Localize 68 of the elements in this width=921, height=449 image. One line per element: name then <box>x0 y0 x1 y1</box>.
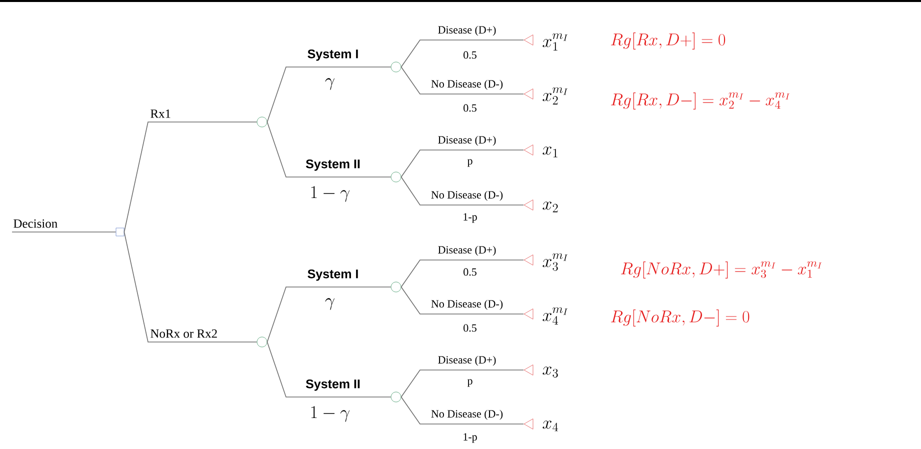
probability-label: $\gamma$ <box>325 78 335 90</box>
chance-circle <box>256 116 268 128</box>
branch-line <box>400 396 524 424</box>
chance-circle <box>256 336 268 348</box>
branch-line <box>124 122 258 232</box>
regret-formula: $Rg[NoRx, D+] = x_3^{m_I} - x_1^{m_I}$ <box>621 261 822 278</box>
branch-line <box>400 66 524 94</box>
branch-label: Disease (D+) <box>438 26 496 36</box>
payoff-formula: $x_2$ <box>542 202 558 212</box>
branch-label: System II <box>306 159 360 171</box>
terminal-triangle <box>524 418 534 430</box>
branch-line <box>266 122 392 178</box>
probability-label: p <box>467 159 472 167</box>
regret-formula: $Rg[Rx, D-] = x_2^{m_I} - x_4^{m_I}$ <box>611 92 790 110</box>
branch-line <box>400 260 524 288</box>
branch-label: Decision <box>14 219 58 228</box>
terminal-triangle <box>524 200 534 210</box>
probability-label: $1-\gamma$ <box>311 406 350 422</box>
branch-label: System I <box>308 49 358 61</box>
branch-label: Rx1 <box>150 110 170 118</box>
branch-line <box>400 40 524 68</box>
probability-label: 0.5 <box>464 324 476 332</box>
branch-label: NoRx or Rx2 <box>150 329 217 338</box>
terminal-triangle <box>524 364 534 376</box>
branch-label: Disease (D+) <box>438 136 496 146</box>
probability-label: 1-p <box>464 213 477 223</box>
branch-line <box>400 150 524 178</box>
branch-line <box>124 232 258 342</box>
terminal-triangle <box>524 308 534 320</box>
payoff-formula: $x_1$ <box>542 146 558 158</box>
branch-label: No Disease (D-) <box>431 410 503 420</box>
branch-label: System I <box>308 269 358 281</box>
terminal-triangle <box>524 144 534 156</box>
chance-circle <box>390 62 402 72</box>
payoff-formula: $x_4$ <box>542 420 558 432</box>
probability-label: p <box>467 379 472 387</box>
terminal-triangle <box>524 34 534 46</box>
probability-label: 0.5 <box>464 104 476 112</box>
probability-label: 1-p <box>464 433 477 443</box>
branch-line <box>266 66 392 122</box>
branch-line <box>266 286 392 342</box>
branch-label: No Disease (D-) <box>431 300 503 310</box>
branch-line <box>400 286 524 314</box>
branch-label: Disease (D+) <box>438 246 496 256</box>
probability-label: 0.5 <box>464 268 476 276</box>
payoff-formula: $x_3$ <box>542 366 558 378</box>
payoff-formula: $x_2^{m_I}$ <box>542 87 568 104</box>
chance-circle <box>390 172 402 182</box>
branch-label: Disease (D+) <box>438 356 496 366</box>
payoff-formula: $x_3^{m_I}$ <box>542 253 568 271</box>
probability-label: $1-\gamma$ <box>311 186 350 202</box>
regret-formula: $Rg[Rx, D+] = 0$ <box>611 32 726 50</box>
branch-label: No Disease (D-) <box>431 80 503 90</box>
regret-formula: $Rg[NoRx, D-] = 0$ <box>611 310 750 326</box>
probability-label: 0.5 <box>464 51 476 59</box>
chance-circle <box>390 282 402 292</box>
payoff-formula: $x_4^{m_I}$ <box>542 307 568 324</box>
chance-circle <box>390 392 402 402</box>
branch-label: No Disease (D-) <box>431 190 503 201</box>
branch-label: System II <box>306 379 360 391</box>
payoff-formula: $x_1^{m_I}$ <box>542 33 568 51</box>
probability-label: $\gamma$ <box>325 298 335 310</box>
branch-line <box>266 342 392 398</box>
branch-line <box>400 370 524 398</box>
decision-square <box>116 228 124 236</box>
terminal-triangle <box>524 88 534 100</box>
terminal-triangle <box>524 254 534 266</box>
branch-line <box>400 176 524 206</box>
